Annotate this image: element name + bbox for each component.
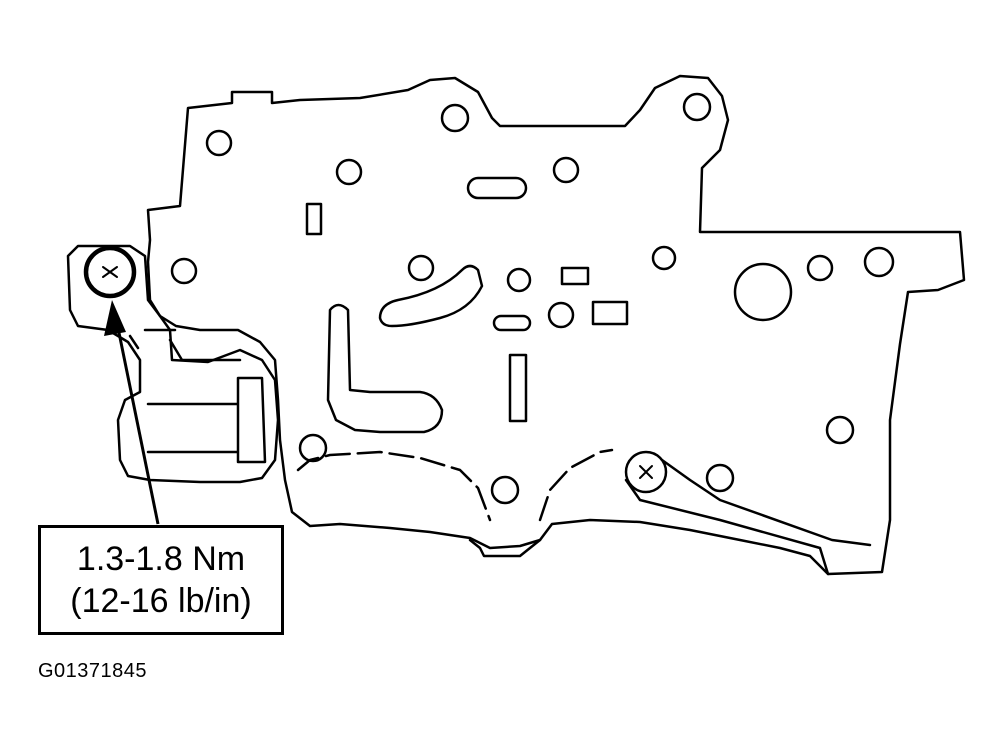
bolt-x-mark-left [102, 266, 118, 278]
figure-id-label: G01371845 [38, 660, 148, 682]
lower-lug [468, 538, 542, 558]
bolt-lower-right [624, 450, 668, 494]
bolt-callout-ring [83, 245, 137, 299]
torque-spec-box: 1.3-1.8 Nm (12-16 lb/in) [38, 525, 284, 635]
lower-passage-dashed [296, 448, 614, 522]
torque-lbin-label: (12-16 lb/in) [70, 582, 252, 620]
hold-down-strap [624, 458, 872, 576]
body-holes [170, 92, 895, 505]
torque-nm-label: 1.3-1.8 Nm [76, 540, 246, 578]
l-passage [326, 303, 444, 434]
left-bracket [66, 244, 280, 484]
bolt-x-mark-right [639, 465, 653, 479]
curved-passage [378, 264, 484, 328]
left-bracket-detail [128, 328, 267, 464]
body-slots [305, 176, 629, 423]
